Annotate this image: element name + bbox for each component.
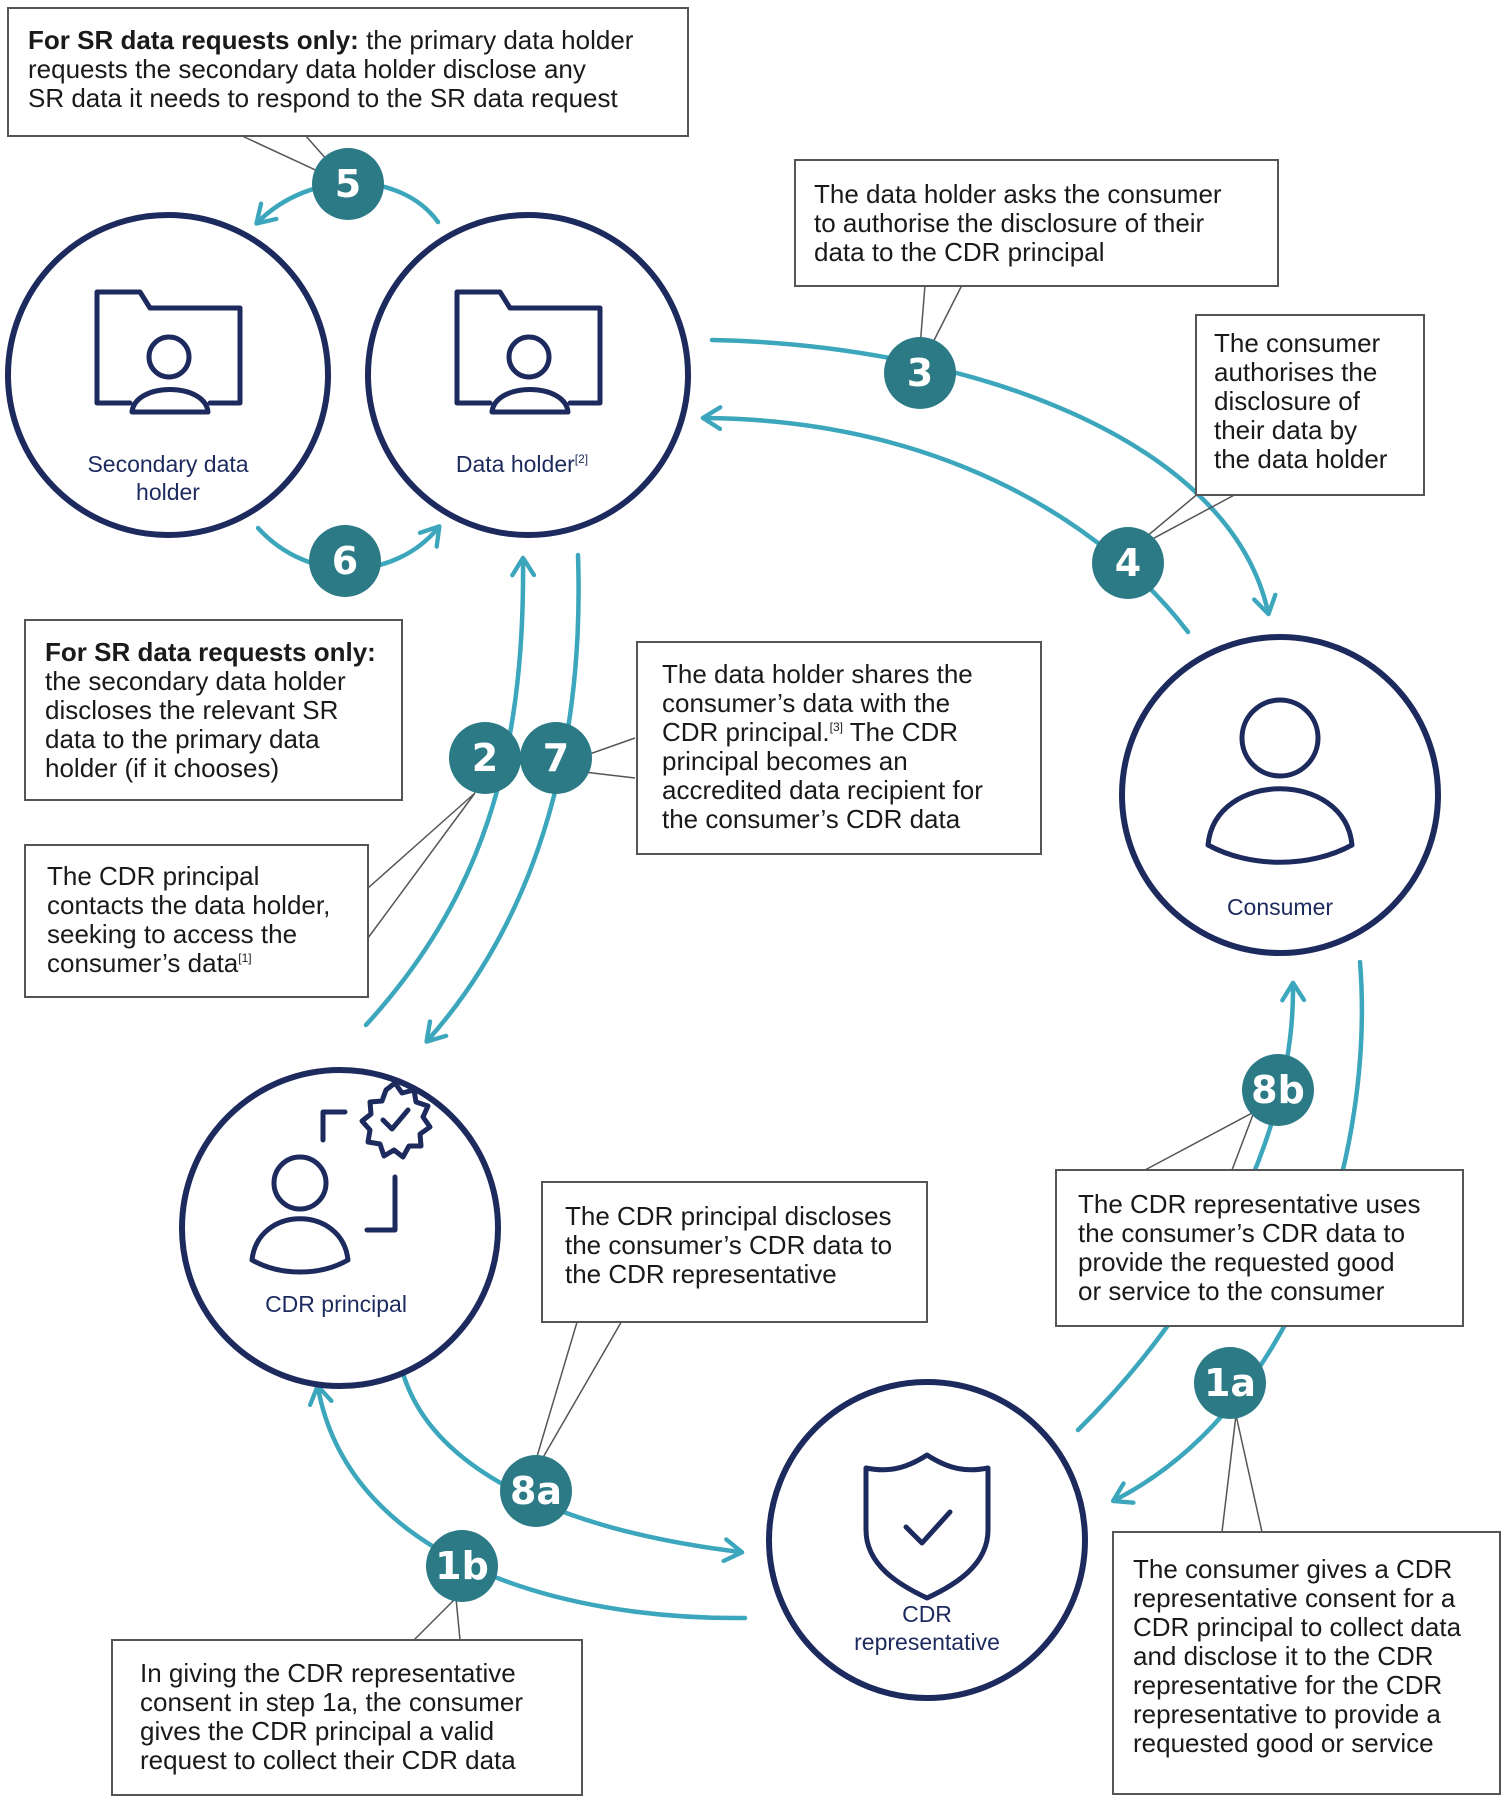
consumer-circle (1119, 634, 1441, 956)
callout-step2-text: The CDR principal contacts the data hold… (47, 861, 338, 978)
callout-step8a-text: The CDR principal discloses the consumer… (565, 1201, 899, 1289)
arrow-step4 (700, 405, 1191, 635)
step-badge-2: 2 (472, 736, 498, 780)
cdr-principal-circle (179, 1067, 501, 1389)
secondary-holder-label-line1: Secondary data (87, 451, 248, 477)
cdr-representative-label-line1: CDR (902, 1601, 952, 1627)
callout-step7-text: The data holder shares the consumer’s da… (662, 659, 990, 834)
consumer-label: Consumer (1227, 894, 1333, 920)
callout-step4-text: The consumer authorises the disclosure o… (1214, 328, 1388, 474)
arrow-step7 (424, 552, 581, 1044)
node-circles (5, 212, 1441, 1701)
step-badge-3: 3 (907, 351, 933, 395)
folder-person-icon (454, 289, 603, 415)
step-badge-7: 7 (543, 736, 569, 780)
shield-check-icon (863, 1452, 991, 1601)
step-badge-1a: 1a (1204, 1361, 1256, 1405)
callout-step3-text: The data holder asks the consumer to aut… (814, 179, 1229, 267)
step-badge-6: 6 (332, 539, 358, 583)
callout-step5-text: For SR data requests only: the primary d… (28, 25, 641, 113)
callout-step6-text: For SR data requests only: the secondary… (45, 637, 383, 783)
arrow-step8a (399, 1367, 745, 1564)
step-badges: 5 3 4 6 2 7 8b 1a 8a 1b (309, 148, 1314, 1602)
step-badge-4: 4 (1115, 541, 1141, 585)
arrow-step3 (709, 337, 1278, 617)
data-holder-label: Data holder[2] (456, 451, 588, 477)
callout-step1a-text: The consumer gives a CDR representative … (1133, 1554, 1468, 1758)
step-badge-8a: 8a (510, 1469, 562, 1513)
callout-step1b-text: In giving the CDR representative consent… (140, 1658, 530, 1775)
person-icon (1205, 697, 1355, 865)
step-badge-8b: 8b (1251, 1068, 1305, 1112)
step-badge-1b: 1b (435, 1544, 489, 1588)
step-badge-5: 5 (335, 162, 361, 206)
cdr-principal-label: CDR principal (265, 1291, 407, 1317)
person-badge-icon (249, 1080, 433, 1275)
callout-boxes (7, 7, 1501, 1796)
callout-step8b-text: The CDR representative uses the consumer… (1078, 1189, 1428, 1306)
secondary-holder-label-line2: holder (136, 479, 200, 505)
cdr-representative-label-line2: representative (854, 1629, 1000, 1655)
arrow-step2 (363, 555, 537, 1028)
folder-person-icon (94, 289, 243, 415)
